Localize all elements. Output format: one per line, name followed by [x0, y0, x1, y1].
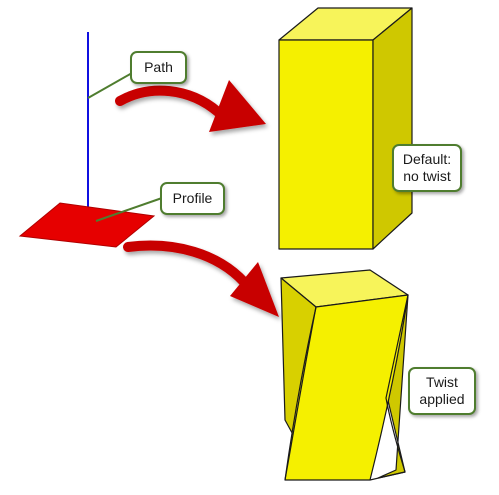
default-no-twist-note: Default: no twist [392, 144, 462, 192]
profile-leader-line [95, 197, 163, 222]
path-leader-line [87, 72, 133, 99]
profile-label: Profile [160, 182, 225, 215]
twist-applied-note: Twist applied [408, 367, 476, 415]
upper-arrow [115, 80, 266, 132]
straight-box-front [278, 39, 374, 250]
path-label: Path [130, 51, 187, 84]
twisted-box [280, 269, 409, 481]
lower-arrow [123, 240, 279, 317]
profile-shape [18, 202, 156, 248]
straight-box-side [372, 7, 413, 250]
straight-box [278, 7, 413, 250]
